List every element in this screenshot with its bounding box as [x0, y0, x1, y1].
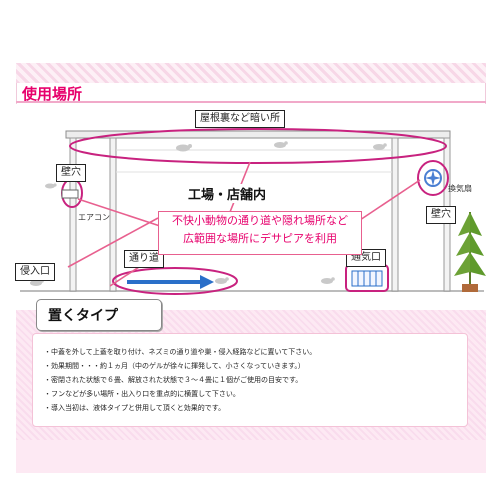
vent-icon — [351, 270, 383, 287]
fan-label: 換気扇 — [448, 184, 472, 193]
callout-line-1: 不快小動物の通り道や隠れ場所など — [172, 214, 348, 227]
callout-box: 不快小動物の通り道や隠れ場所など 広範囲な場所にデサピアを利用 — [158, 211, 362, 255]
fan-ellipse — [417, 160, 449, 196]
wall-hole-left-label: 壁穴 — [56, 164, 86, 182]
list-item: ・効果期間・・・約１ヵ月（中のゲルが徐々に揮発して、小さくなっていきます。） — [44, 362, 305, 370]
type-tab — [36, 299, 162, 331]
list-item: ・導入当初は、液体タイプと併用して頂くと効果的です。 — [44, 404, 226, 412]
wall-hole-right-label: 壁穴 — [426, 206, 456, 224]
fan-icon — [424, 169, 442, 187]
aircon-label: エアコン — [78, 213, 110, 222]
passage-ellipse — [112, 267, 238, 295]
bottom-band — [16, 440, 486, 473]
roof-beam — [65, 130, 451, 139]
title-underline — [16, 101, 486, 103]
pointer-arrow — [77, 198, 161, 227]
passage-label: 通り道 — [124, 250, 164, 268]
usage-notes: ・中蓋を外して上蓋を取り付け、ネズミの通り道や巣・侵入経路などに置いて下さい。 … — [44, 345, 316, 415]
section-title: 使用場所 — [22, 85, 83, 103]
arrow-head — [200, 275, 214, 289]
mouse-icon — [30, 141, 387, 286]
factory-label: 工場・店舗内 — [184, 184, 271, 203]
roof-ellipse — [69, 128, 447, 164]
inner-left-post — [109, 137, 117, 292]
pointer-arrow — [359, 179, 421, 221]
type-title: 置くタイプ — [48, 308, 118, 324]
pointer-arrow — [67, 217, 159, 268]
list-item: ・密閉された状態で６畳、解放された状態で３～４畳に１個がご使用の目安です。 — [44, 376, 303, 384]
list-item: ・中蓋を外して上蓋を取り付け、ネズミの通り道や巣・侵入経路などに置いて下さい。 — [44, 348, 317, 356]
entry-label: 侵入口 — [15, 263, 55, 281]
type-card — [32, 333, 468, 427]
callout-line-2: 広範囲な場所にデサピアを利用 — [183, 232, 337, 245]
aircon-unit — [61, 189, 79, 199]
inner-right-post — [391, 137, 399, 292]
list-item: ・フンなどが多い場所・出入り口を重点的に横置して下さい。 — [44, 390, 240, 398]
top-pattern-band — [16, 63, 486, 83]
roof-label: 屋根裏など暗い所 — [195, 110, 285, 128]
left-post — [69, 137, 77, 292]
plant-icon — [454, 212, 486, 292]
